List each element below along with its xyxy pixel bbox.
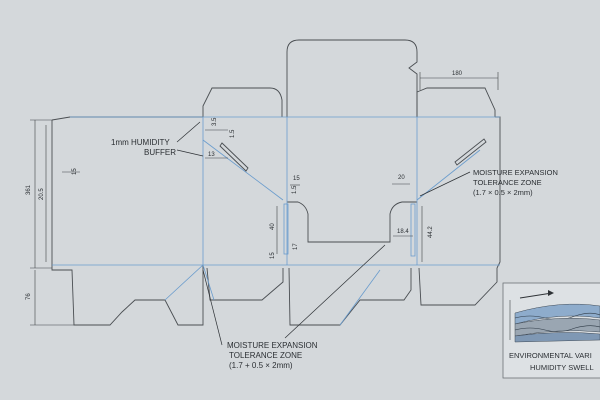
fold-diagonal-bottom-left bbox=[164, 264, 215, 301]
inset-layer-top bbox=[514, 303, 600, 325]
body-outline bbox=[51, 120, 204, 326]
dim-label-13: 13 bbox=[208, 152, 215, 158]
dim-label-40: 40 bbox=[270, 223, 276, 230]
center-window-cutout bbox=[287, 201, 417, 243]
left-dust-flap bbox=[202, 87, 283, 117]
moisture-right-label-line1: MOISTURE EXPANSION bbox=[473, 168, 558, 177]
slot-center-right bbox=[410, 203, 416, 257]
dim-label-center-15b: 1.5 bbox=[292, 185, 298, 194]
moisture-bottom-label-line3: (1.7 + 0.5 × 2mm) bbox=[229, 361, 293, 370]
inset-label-line2: HUMIDITY SWELL bbox=[530, 363, 594, 372]
dim-label-15: 15 bbox=[72, 168, 78, 175]
leader-moisture-bottom bbox=[202, 244, 386, 346]
dim-label-center-15c: 15 bbox=[270, 252, 276, 259]
bottom-flap-1 bbox=[206, 267, 284, 301]
dim-label-442: 44.2 bbox=[428, 226, 434, 238]
moisture-bottom-label-line2: TOLERANCE ZONE bbox=[229, 351, 302, 360]
inset-layer-mid bbox=[514, 317, 600, 337]
dim-label-361: 361 bbox=[26, 184, 32, 195]
right-dust-flap bbox=[416, 87, 496, 117]
moisture-right-label-line2: TOLERANCE ZONE bbox=[473, 178, 542, 187]
inset-layer-bottom bbox=[514, 332, 600, 343]
dim-label-17: 17 bbox=[293, 243, 299, 250]
fold-diagonal-bottom-mid bbox=[339, 269, 381, 326]
inset-label-line1: ENVIRONMENTAL VARI bbox=[509, 351, 592, 360]
dim-label-center-15: 15 bbox=[293, 176, 300, 182]
inset-arrowhead bbox=[548, 290, 554, 296]
dim-label-20: 20 bbox=[398, 175, 405, 181]
top-lid-flap bbox=[286, 39, 418, 117]
leader-moisture-right bbox=[419, 171, 471, 197]
dim-label-205: 20.5 bbox=[39, 188, 45, 200]
fold-diagonal-left bbox=[202, 139, 284, 201]
leader-humidity-buffer bbox=[176, 121, 204, 157]
moisture-right-label-line3: (1.7 × 0.5 × 2mm) bbox=[473, 188, 533, 197]
dim-label-15b: 1.5 bbox=[230, 129, 236, 138]
bottom-flap-3 bbox=[418, 267, 498, 306]
humidity-buffer-label-line1: 1mm HUMIDITY bbox=[111, 138, 170, 147]
inset-arrow bbox=[519, 292, 553, 299]
fold-diagonal-right bbox=[416, 149, 481, 201]
inset-wave-2 bbox=[514, 325, 600, 332]
moisture-bottom-label-line1: MOISTURE EXPANSION bbox=[227, 341, 318, 350]
humidity-buffer-label-line2: BUFFER bbox=[144, 148, 176, 157]
dim-label-76: 76 bbox=[26, 293, 32, 300]
slot-center-left bbox=[283, 203, 289, 255]
bottom-flap-2 bbox=[288, 267, 412, 326]
slot-right bbox=[454, 138, 487, 166]
left-glue-flap bbox=[51, 116, 203, 121]
inset-humidity-swell: ENVIRONMENTAL VARI HUMIDITY SWELL bbox=[502, 282, 600, 379]
dim-label-35: 3.5 bbox=[212, 117, 218, 126]
dim-label-184: 18.4 bbox=[397, 229, 409, 235]
slot-left bbox=[219, 142, 249, 172]
dim-label-180: 180 bbox=[452, 71, 463, 77]
